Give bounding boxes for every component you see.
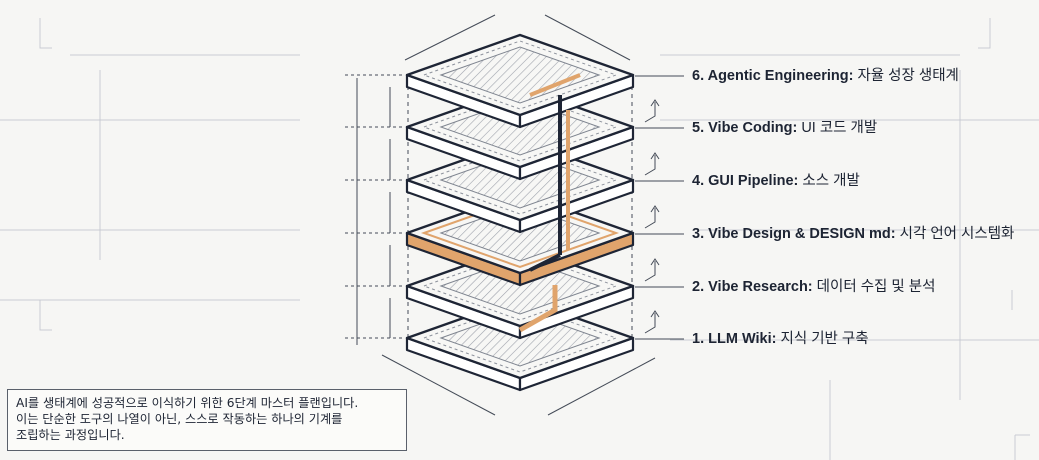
- blueprint-frame: [0, 18, 1039, 460]
- up-arrow-head: [650, 152, 660, 160]
- layer-description: 지식 기반 구축: [780, 331, 869, 347]
- layer-title: Agentic Engineering:: [707, 68, 858, 84]
- plate-layer-6: [405, 33, 635, 129]
- up-arrow-head: [650, 310, 660, 318]
- layer-title: Vibe Research:: [708, 279, 817, 295]
- up-arrow-line: [644, 208, 656, 229]
- connector-bend: [529, 253, 561, 272]
- plate-inner-frame: [422, 40, 618, 110]
- layer-number: 3.: [692, 226, 709, 242]
- dimension-base-left: [381, 354, 496, 416]
- layer-description: 데이터 수집 및 분석: [816, 279, 936, 295]
- caption-box: AI를 생태계에 성공적으로 이식하기 위한 6단계 마스터 플랜입니다. 이는…: [7, 389, 407, 451]
- caption-line-3: 조립하는 과정입니다.: [16, 428, 125, 442]
- layer-description: 시각 언어 시스템화: [899, 226, 1015, 242]
- layer-title: Vibe Coding:: [708, 120, 802, 136]
- layer-description: UI 코드 개발: [801, 120, 878, 136]
- up-arrow-head: [650, 99, 660, 107]
- up-arrow-line: [644, 261, 656, 282]
- layer-label-2: 2. Vibe Research: 데이터 수집 및 분석: [692, 278, 935, 296]
- frame-line: [978, 18, 991, 49]
- up-arrow-line: [644, 313, 656, 334]
- layer-label-6: 6. Agentic Engineering: 자율 성장 생태계: [692, 67, 959, 85]
- up-arrow-head: [650, 205, 660, 213]
- layer-label-3: 3. Vibe Design & DESIGN md: 시각 언어 시스템화: [692, 225, 1014, 243]
- plate-hatch: [439, 46, 601, 104]
- layer-title: Vibe Design & DESIGN md:: [708, 226, 900, 242]
- layer-number: 5.: [692, 120, 709, 136]
- layer-number: 4.: [692, 173, 709, 189]
- caption-line-2: 이는 단순한 도구의 나열이 아닌, 스스로 작동하는 하나의 기계를: [16, 412, 343, 426]
- layer-connectors: [518, 73, 581, 333]
- layer-label-1: 1. LLM Wiki: 지식 기반 구축: [692, 330, 869, 348]
- layer-title: GUI Pipeline:: [708, 173, 803, 189]
- layer-label-4: 4. GUI Pipeline: 소스 개발: [692, 172, 860, 190]
- connector-top: [529, 73, 581, 97]
- connector-lower: [518, 285, 558, 333]
- layer-plates: [405, 33, 635, 392]
- layer-number: 1.: [692, 331, 709, 347]
- layer-title: LLM Wiki:: [708, 331, 781, 347]
- frame-line: [39, 18, 52, 49]
- frame-line: [39, 300, 52, 331]
- up-arrow-line: [644, 102, 656, 123]
- layer-description: 소스 개발: [802, 173, 860, 189]
- caption-line-1: AI를 생태계에 성공적으로 이식하기 위한 6단계 마스터 플랜입니다.: [16, 396, 359, 410]
- layer-number: 6.: [692, 68, 708, 84]
- layer-label-5: 5. Vibe Coding: UI 코드 개발: [692, 119, 877, 137]
- layer-description: 자율 성장 생태계: [857, 68, 959, 84]
- dimension-top-right: [544, 14, 631, 61]
- dimension-lines: [345, 14, 684, 416]
- dimension-top-left: [404, 14, 496, 61]
- layer-number: 2.: [692, 279, 709, 295]
- dimension-base-right: [547, 357, 656, 416]
- up-arrow-line: [644, 155, 656, 176]
- up-arrow-head: [650, 258, 660, 266]
